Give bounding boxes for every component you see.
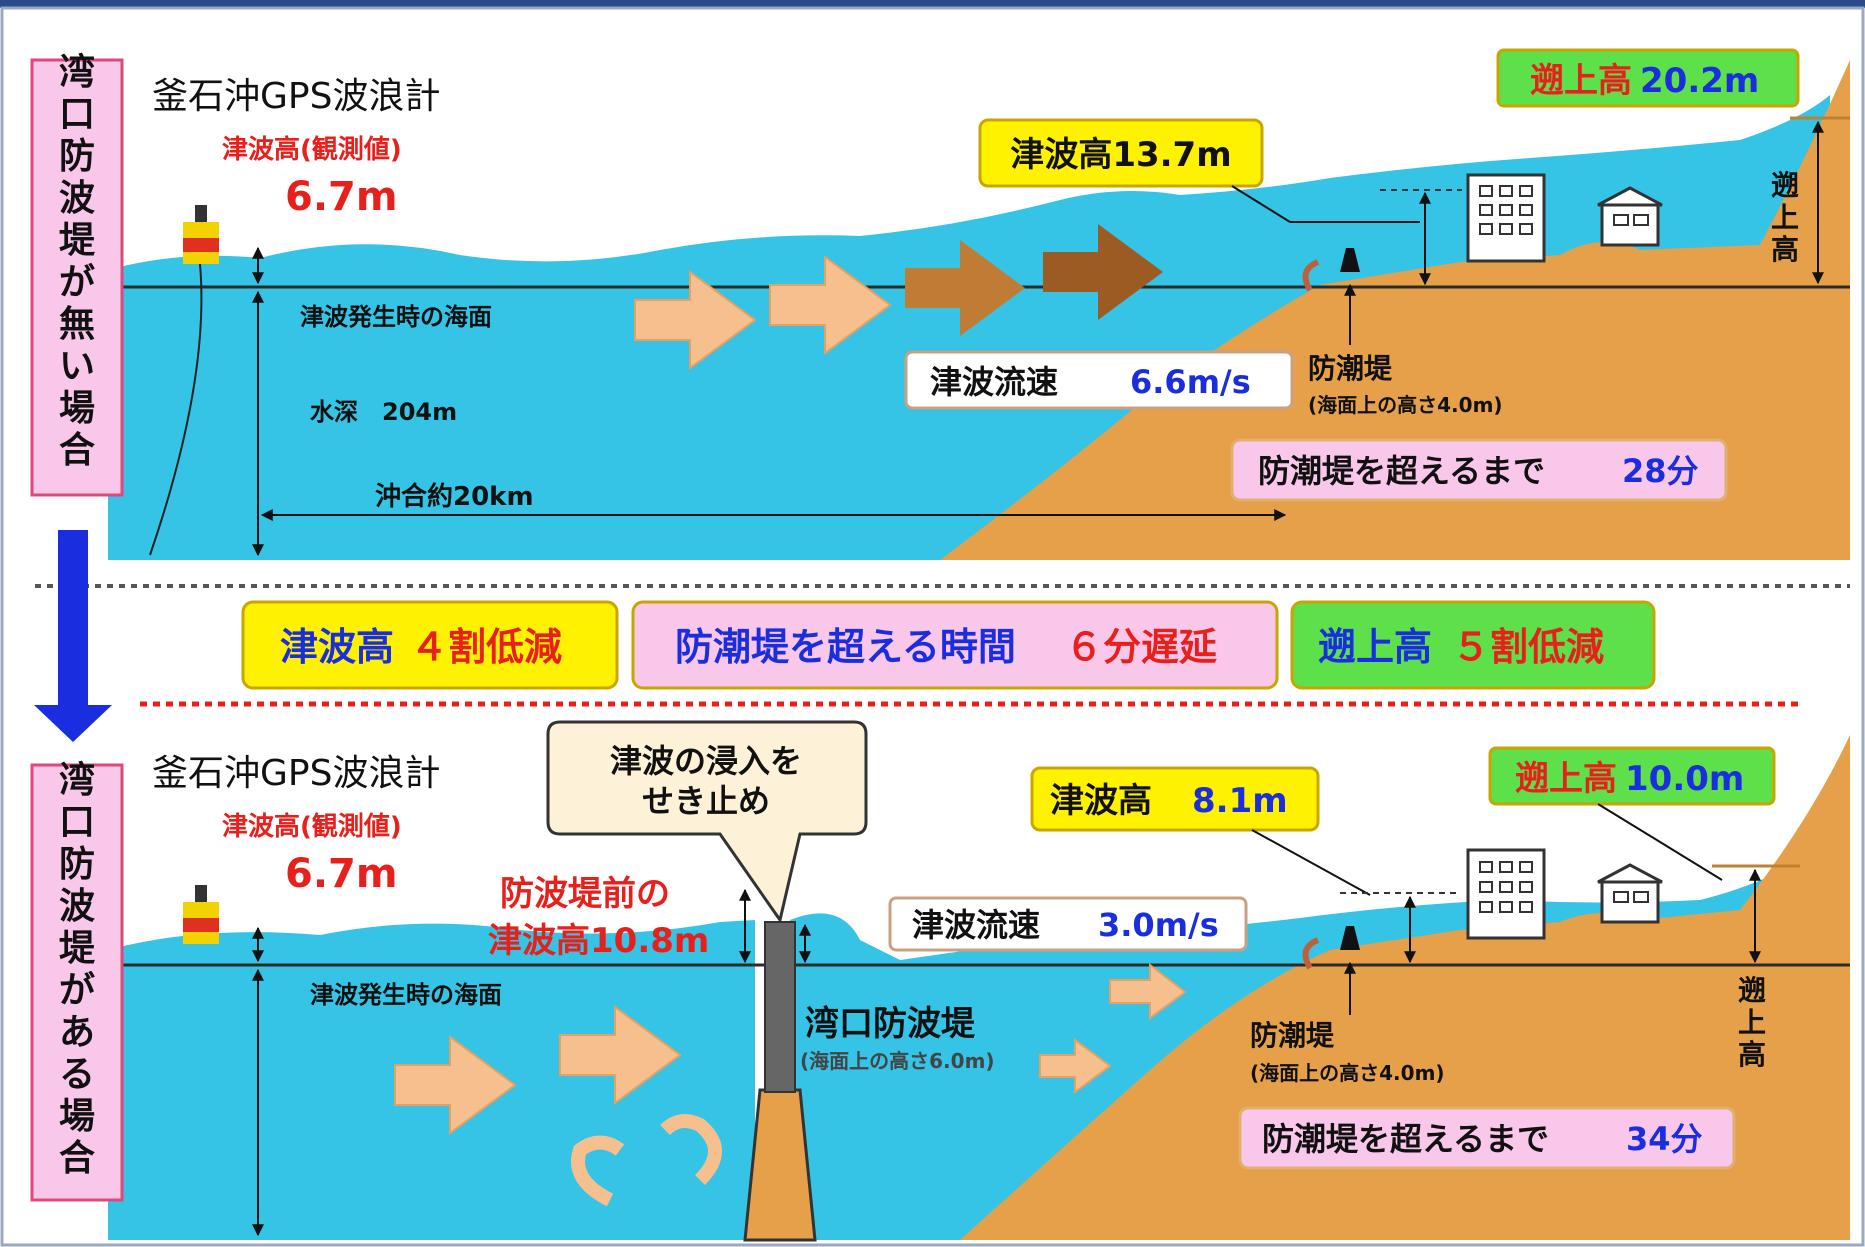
summary-runup-b: ５割低減 — [1452, 625, 1604, 669]
gps-buoy-icon — [149, 205, 219, 556]
summary-height-a: 津波高 — [280, 625, 394, 669]
flow-speed-box-bottom — [888, 896, 1248, 952]
runup-vertical-label-bottom: 遡上高 — [1738, 974, 1766, 1071]
runup-prefix-bottom: 遡上高 — [1515, 759, 1617, 799]
swirl-icon-bottom — [1302, 937, 1320, 970]
side-label-text-bottom: 湾口防波堤がある場合 — [59, 759, 96, 1179]
building-icon — [1466, 173, 1546, 263]
gps-title-bottom: 釜石沖GPS波浪計 — [152, 753, 440, 794]
flow-speed-value: 6.6m/s — [1130, 363, 1251, 401]
tsunami-height-leader-bottom — [1251, 829, 1371, 896]
window-top-bar — [0, 0, 1865, 8]
side-label-box-bottom — [30, 763, 124, 1202]
callout-line2: せき止め — [642, 782, 770, 820]
runup-box-bottom — [1488, 746, 1776, 806]
down-arrow-icon — [34, 530, 112, 742]
front-height-line2: 津波高10.8m — [488, 921, 709, 961]
observed-value: 6.7m — [285, 174, 398, 220]
tsunami-height-box — [978, 118, 1264, 188]
sea-level-label: 津波発生時の海面 — [300, 303, 492, 331]
summary-box-height — [241, 600, 619, 690]
front-height-line1: 防波堤前の — [500, 874, 670, 914]
observed-label-bottom: 津波高(観測値) — [222, 811, 402, 842]
tsunami-height-leader — [1231, 185, 1291, 223]
summary-box-runup — [1290, 600, 1656, 690]
summary-height-b: ４割低減 — [410, 625, 562, 669]
sea-level-label-bottom: 津波発生時の海面 — [310, 981, 502, 1009]
callout-bubble — [546, 720, 868, 924]
runup-leader-bottom — [1597, 803, 1723, 881]
side-label-text: 湾口防波堤が無い場合 — [59, 51, 96, 471]
tsunami-height-value-bottom: 8.1m — [1192, 781, 1288, 821]
swirl-icon — [1302, 259, 1320, 292]
breakwater-label: 湾口防波堤 — [805, 1004, 976, 1044]
overtop-time-prefix-bottom: 防潮堤を超えるまで — [1262, 1120, 1549, 1158]
overtop-time-value: 28分 — [1622, 452, 1699, 490]
building-icon-bottom — [1466, 848, 1546, 940]
flow-speed-label: 津波流速 — [930, 363, 1058, 401]
runup-value: 20.2m — [1640, 61, 1759, 101]
summary-row: 津波高 ４割低減 防潮堤を超える時間 ６分遅延 遡上高 ５割低減 — [241, 600, 1656, 690]
observed-value-bottom: 6.7m — [285, 851, 398, 897]
summary-box-time — [631, 600, 1279, 690]
land-top — [940, 60, 1850, 560]
seawall-icon — [1340, 248, 1360, 272]
wave-arrows-bottom — [394, 962, 1187, 1207]
flow-speed-label-bottom: 津波流速 — [912, 906, 1040, 944]
runup-vertical-label: 遡上高 — [1771, 169, 1799, 266]
overtop-time-box-bottom — [1238, 1106, 1736, 1170]
top-panel: 湾口防波堤が無い場合 釜石沖GPS波浪計 津波高(観測値) 6.7m 津波発生時… — [30, 48, 1850, 560]
overtop-time-value-bottom: 34分 — [1626, 1120, 1703, 1158]
breakwater-note: (海面上の高さ6.0m) — [800, 1049, 995, 1073]
seawall-label: 防潮堤 — [1308, 352, 1393, 385]
outer-frame — [0, 6, 1865, 1247]
depth-label: 水深 204m — [310, 398, 457, 426]
gps-buoy-icon-bottom — [183, 885, 219, 944]
tsunami-height-text: 津波高13.7m — [1010, 135, 1231, 175]
callout-line1: 津波の浸入を — [610, 742, 802, 780]
wave-arrows — [634, 224, 1163, 370]
side-label-box — [30, 58, 124, 497]
seawall-icon-bottom — [1340, 926, 1360, 950]
house-icon-bottom — [1597, 863, 1663, 924]
runup-prefix: 遡上高 — [1530, 61, 1632, 101]
gps-title: 釜石沖GPS波浪計 — [152, 76, 440, 117]
tsunami-height-box-bottom — [1030, 766, 1320, 832]
summary-time-a: 防潮堤を超える時間 — [675, 625, 1016, 669]
seawall-note: (海面上の高さ4.0m) — [1308, 393, 1503, 417]
offshore-label: 沖合約20km — [375, 481, 534, 512]
seawall-label-bottom: 防潮堤 — [1250, 1019, 1335, 1052]
runup-box — [1496, 48, 1800, 108]
breakwater-base — [743, 1088, 817, 1242]
breakwater-icon — [764, 921, 796, 1093]
summary-time-b: ６分遅延 — [1065, 625, 1217, 669]
overtop-time-prefix: 防潮堤を超えるまで — [1258, 452, 1545, 490]
summary-runup-a: 遡上高 — [1318, 625, 1432, 669]
overtop-time-box — [1230, 438, 1728, 502]
seawall-note-bottom: (海面上の高さ4.0m) — [1250, 1061, 1445, 1085]
tsunami-height-label-bottom: 津波高 — [1050, 781, 1152, 821]
bottom-panel: 湾口防波堤がある場合 釜石沖GPS波浪計 津波高(観測値) 6.7m 津波発生時… — [30, 720, 1850, 1242]
flow-speed-value-bottom: 3.0m/s — [1098, 906, 1219, 944]
flow-speed-box — [904, 350, 1294, 410]
observed-label: 津波高(観測値) — [222, 134, 402, 165]
runup-value-bottom: 10.0m — [1625, 759, 1744, 799]
house-icon — [1597, 186, 1663, 247]
